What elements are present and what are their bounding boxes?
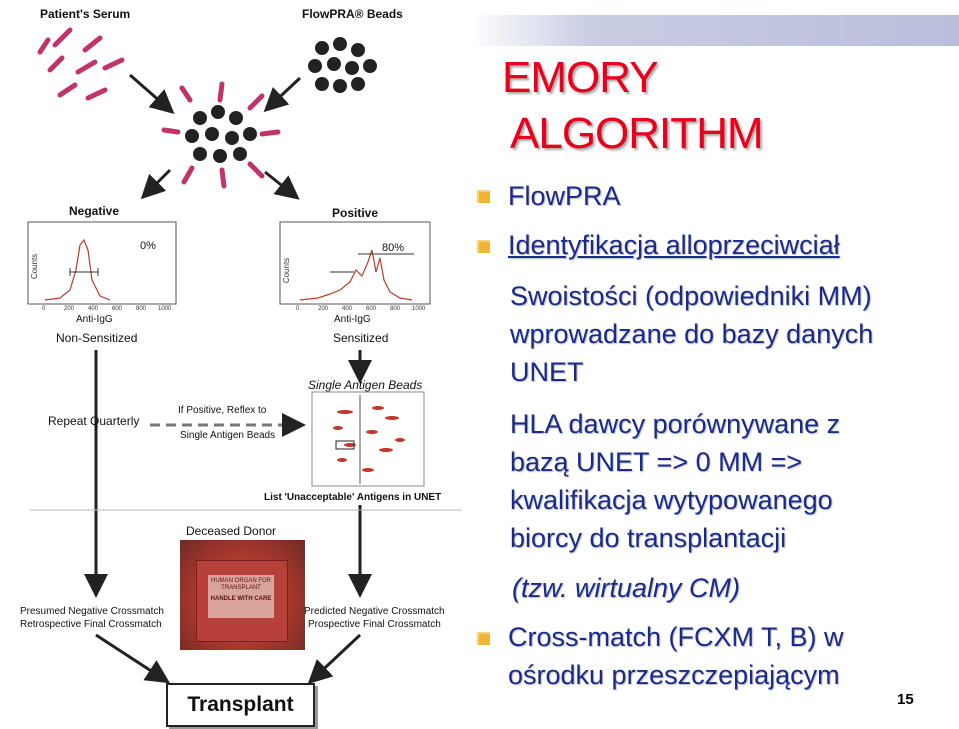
slide-title-line1: EMORY [502, 53, 659, 102]
pos-anti-igg: Anti-IgG [334, 314, 371, 325]
negative-label: Negative [69, 204, 120, 218]
slide-title-line2: ALGORITHM [510, 109, 764, 158]
sensitized-label: Sensitized [333, 331, 389, 345]
sub-text-2-line2: bazą UNET => 0 MM => [510, 447, 803, 477]
positive-label: Positive [332, 206, 379, 220]
pos-x-tick: 800 [390, 306, 401, 312]
sub-text-1-line2: wprowadzane do bazy danych [510, 319, 874, 349]
neg-x-tick: 1000 [158, 306, 172, 312]
predicted-line2: Prospective Final Crossmatch [308, 619, 441, 630]
bullet-flowpra: FlowPRA [508, 181, 621, 211]
flowpra-beads-label: FlowPRA® Beads [302, 7, 403, 21]
diagram-graphics [27, 27, 462, 685]
organ-cooler-label-text: HUMAN ORGAN FOR TRANSPLANT [211, 578, 271, 591]
sub-text-3: (tzw. wirtualny CM) [512, 573, 741, 603]
neg-x-tick: 200 [64, 306, 75, 312]
presumed-line1: Presumed Negative Crossmatch [20, 606, 164, 617]
pos-x-tick: 600 [366, 306, 377, 312]
bullet-square-icon [477, 190, 490, 203]
deceased-donor-label: Deceased Donor [186, 524, 277, 538]
single-antigen-scatter [311, 391, 425, 487]
sub-text-1-line1: Swoistości (odpowiedniki MM) [510, 281, 872, 311]
non-sensitized-label: Non-Sensitized [56, 331, 138, 345]
neg-x-tick: 800 [136, 306, 147, 312]
sub-text-1-line3: UNET [510, 357, 584, 387]
bullet-square-icon [477, 240, 490, 253]
neg-x-tick: 0 [42, 306, 46, 312]
pos-x-tick: 400 [342, 306, 353, 312]
neg-x-tick: 400 [88, 306, 99, 312]
presumed-line2: Retrospective Final Crossmatch [20, 619, 162, 630]
negative-percent: 0% [140, 240, 156, 252]
title-bar-gradient [468, 15, 959, 46]
negative-histogram [27, 221, 177, 305]
repeat-quarterly-label: Repeat Quarterly [48, 414, 140, 428]
if-positive-line2: Single Antigen Beads [180, 430, 276, 441]
positive-percent: 80% [382, 242, 405, 254]
pos-x-tick: 1000 [412, 306, 426, 312]
sub-text-2-line3: kwalifikacja wytypowanego [510, 485, 833, 515]
transplant-box: Transplant [166, 683, 315, 727]
flowpra-bead-cluster [308, 37, 377, 93]
pos-x-tick: 0 [296, 306, 300, 312]
page-number: 15 [897, 691, 914, 708]
predicted-line1: Predicted Negative Crossmatch [304, 606, 445, 617]
sub-text-2-line4: biorcy do transplantacji [510, 523, 787, 553]
bound-bead-complex [161, 81, 281, 189]
positive-histogram [279, 221, 431, 305]
neg-x-tick: 600 [112, 306, 123, 312]
organ-cooler-label: HUMAN ORGAN FOR TRANSPLANT HANDLE WITH C… [208, 575, 274, 618]
single-antigen-beads-title: Single Antigen Beads [308, 378, 423, 392]
patients-serum-label: Patient's Serum [40, 7, 131, 21]
bullet-cross-match-line1: Cross-match (FCXM T, B) w [508, 622, 844, 652]
bullet-cross-match-line2: ośrodku przeszczepiającym [508, 660, 840, 690]
sub-text-2-line1: HLA dawcy porównywane z [510, 409, 841, 439]
neg-anti-igg: Anti-IgG [76, 314, 113, 325]
if-positive-line1: If Positive, Reflex to [178, 405, 267, 416]
organ-cooler-handle-text: HANDLE WITH CARE [210, 596, 272, 602]
bullet-square-icon [477, 632, 490, 645]
list-unacceptable-label: List 'Unacceptable' Antigens in UNET [264, 492, 442, 503]
pos-counts-label: Counts [282, 257, 292, 284]
pos-x-tick: 200 [318, 306, 329, 312]
bullet-identyfikacja: Identyfikacja alloprzeciwciał [508, 230, 840, 260]
neg-counts-label: Counts [30, 253, 40, 280]
serum-antibodies [37, 27, 125, 101]
